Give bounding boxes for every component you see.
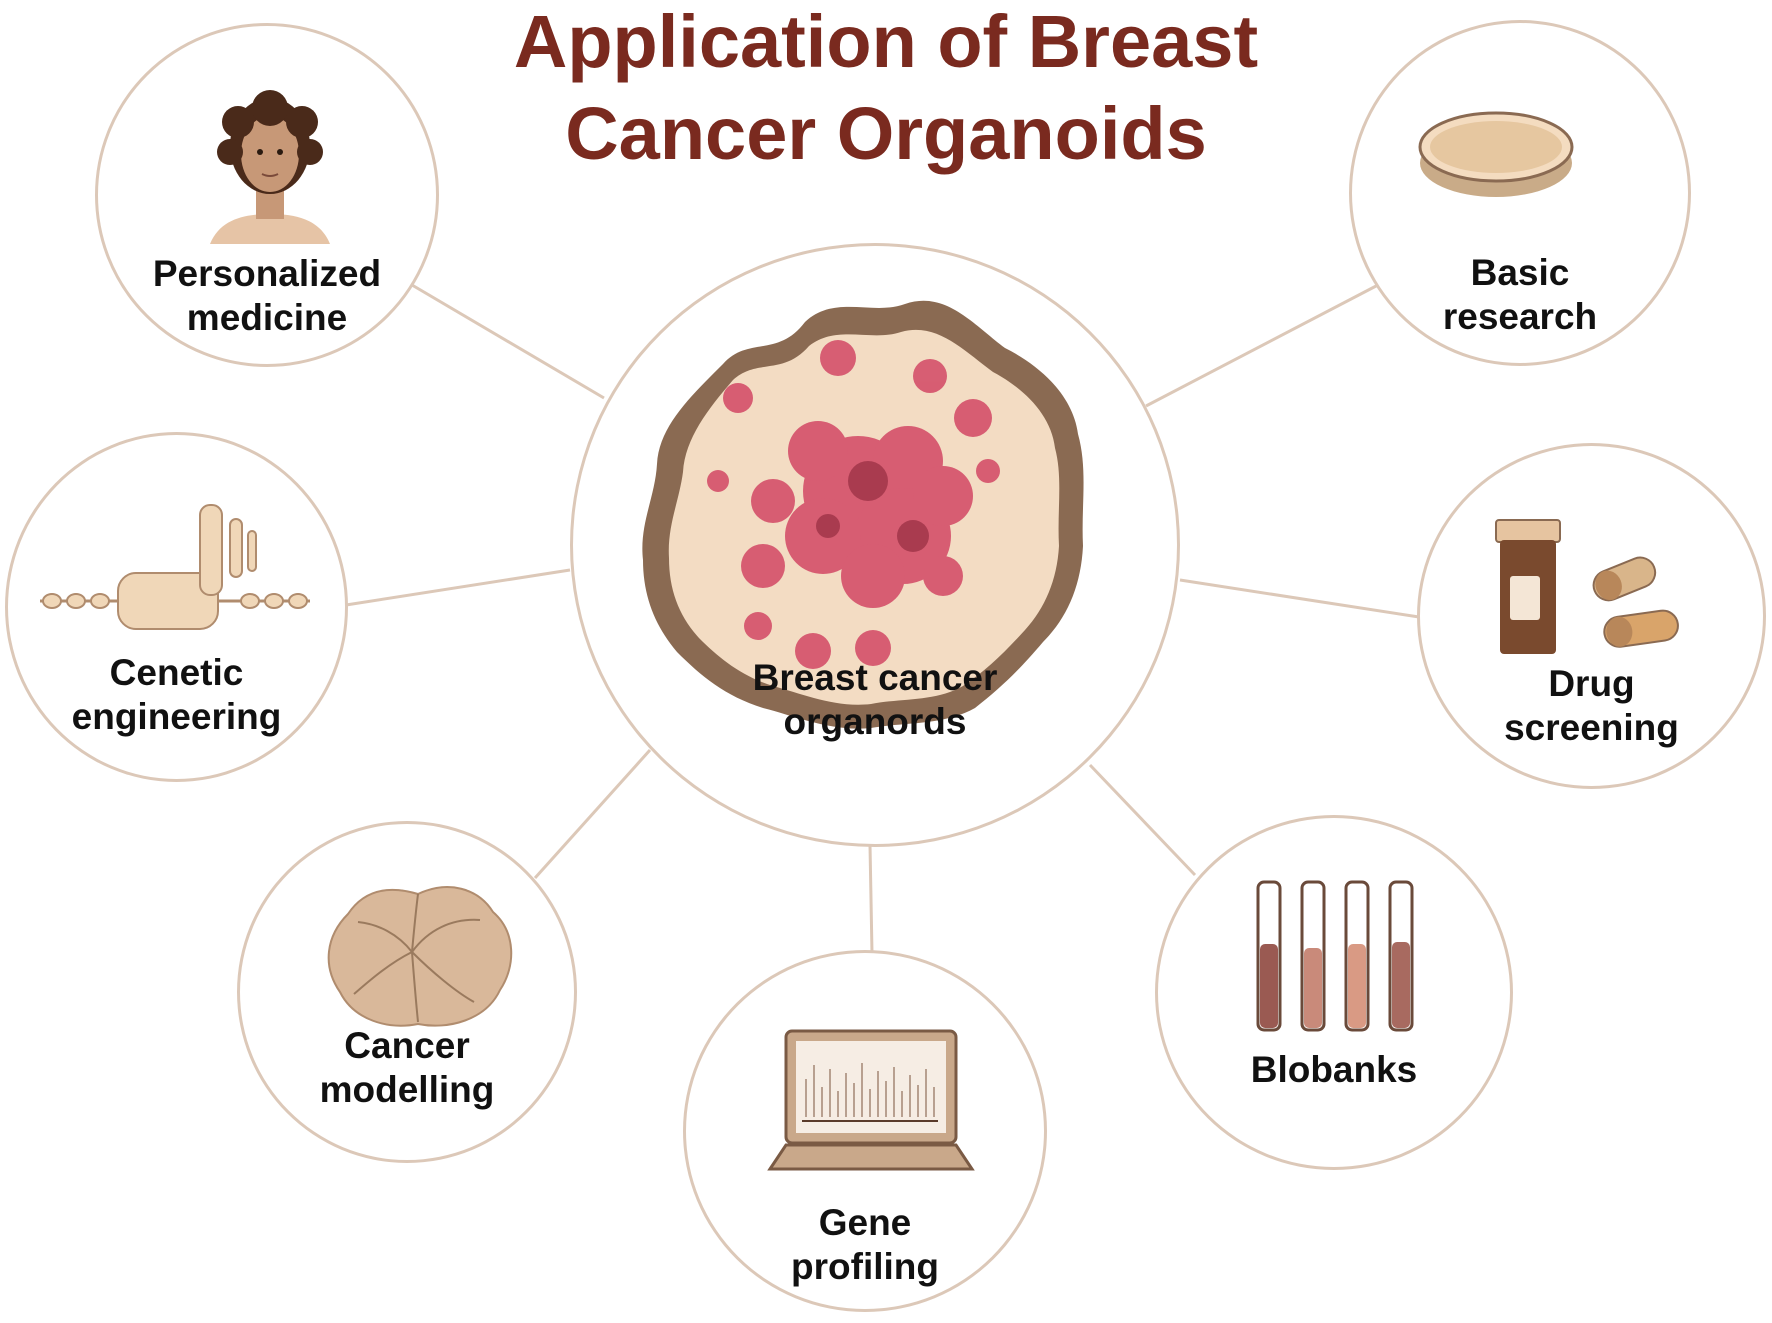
title-line-1: Application of Breast [513, 0, 1259, 83]
node-drug-screening: Drug screening [1417, 443, 1766, 789]
test-tubes-icon [1256, 880, 1414, 1032]
node-genetic-engineering: Cenetic engineering [5, 432, 348, 782]
organoid-sphere-icon [327, 886, 513, 1027]
laptop-icon [767, 1029, 975, 1171]
connector-biobanks [1088, 763, 1197, 877]
drug-screening-label: Drug screening [1504, 663, 1679, 748]
petri-dish-icon [1418, 111, 1574, 197]
connector-genetic [345, 568, 571, 607]
node-biobanks: Blobanks [1155, 815, 1513, 1170]
cancer-modelling-label: Cancer modelling [319, 1025, 495, 1110]
title-line-2: Cancer Organoids [565, 92, 1207, 175]
center-label: Breast cancer organords [752, 657, 998, 742]
connector-drug [1179, 578, 1420, 619]
basic-research-label: Basic research [1442, 252, 1598, 337]
biobanks-label: Blobanks [1250, 1049, 1418, 1090]
node-gene-profiling: Gene profiling [683, 950, 1047, 1312]
gene-editing-tool-icon [40, 504, 310, 630]
node-cancer-modelling: Cancer modelling [237, 821, 577, 1163]
connector-gene [868, 844, 874, 954]
diagram-title: Application of Breast Cancer Organoids [486, 0, 1286, 180]
connector-modelling [533, 748, 652, 880]
genetic-engineering-label: Cenetic engineering [71, 652, 282, 737]
gene-profiling-label: Gene profiling [791, 1202, 939, 1287]
connector-basic [1145, 283, 1379, 408]
pill-bottle-icon [1495, 519, 1679, 654]
organoid-icon [642, 300, 1084, 729]
woman-portrait-icon [210, 90, 330, 244]
center-node: Breast cancer organords [570, 243, 1180, 847]
personalized-medicine-label: Personalized medicine [152, 253, 382, 338]
node-personalized-medicine: Personalized medicine [95, 23, 439, 367]
node-basic-research: Basic research [1349, 20, 1691, 366]
connector-personalized [411, 283, 605, 400]
